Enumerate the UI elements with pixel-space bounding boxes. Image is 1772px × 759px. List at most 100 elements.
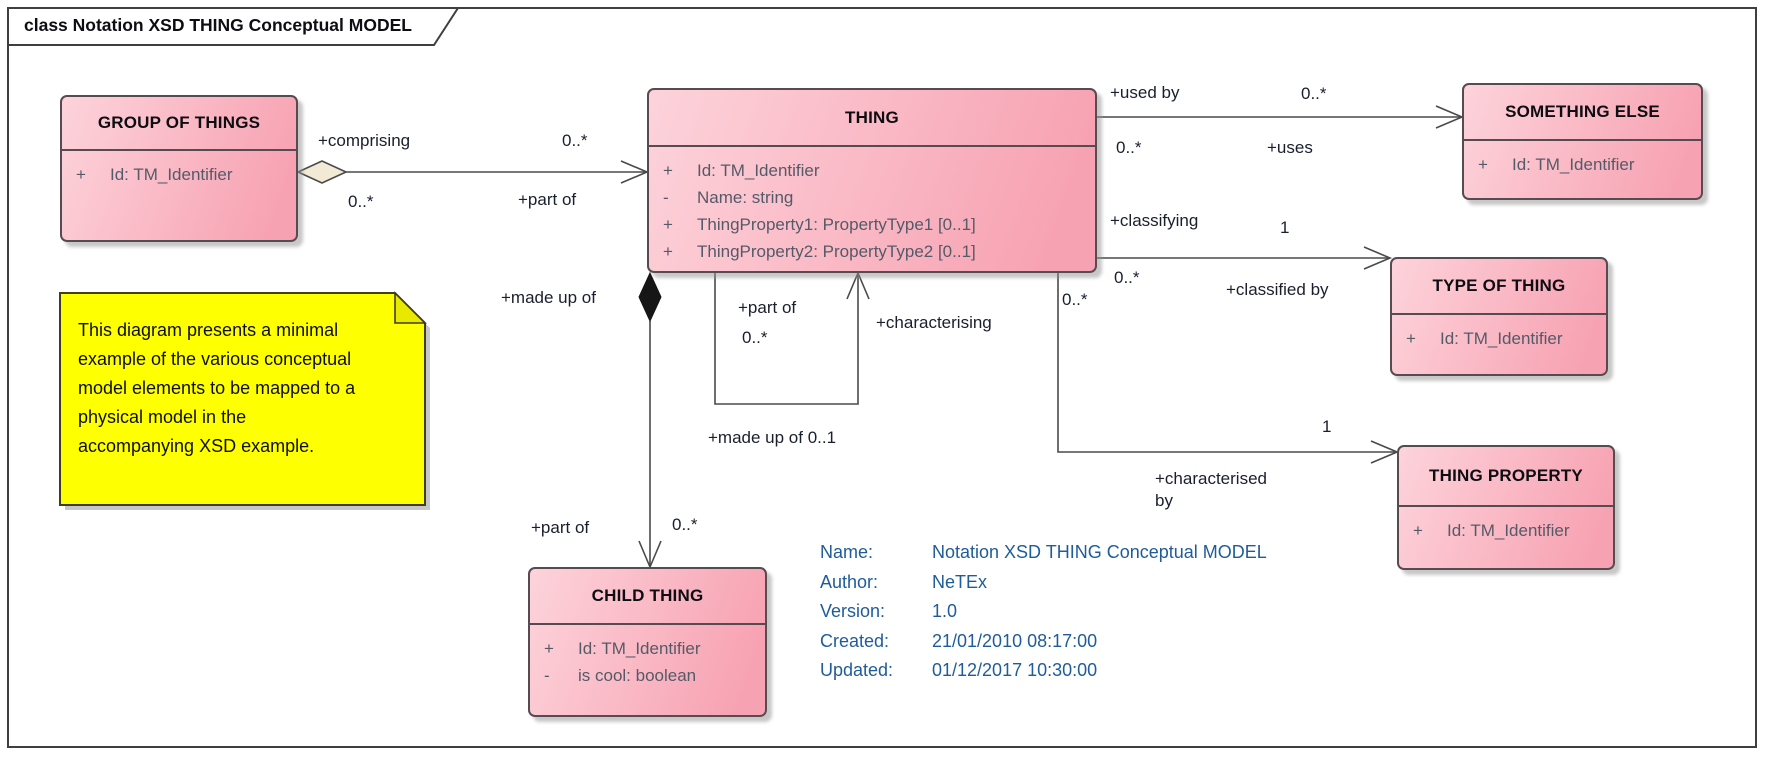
- label-classified-by: +classified by: [1226, 280, 1329, 299]
- metadata-label: Created:: [820, 630, 890, 651]
- note-fold-corner-icon: [394, 291, 427, 324]
- open-arrowhead-icon: [846, 270, 870, 300]
- label-characterised-by: +characterised by: [1155, 469, 1267, 510]
- label-characterised-by-mult: 1: [1322, 417, 1332, 436]
- class-title: THING PROPERTY: [1399, 447, 1613, 507]
- attribute-row: + ThingProperty2: PropertyType2 [0..1]: [649, 238, 1095, 265]
- class-title: GROUP OF THINGS: [62, 97, 296, 151]
- association-used-by[interactable]: [1097, 105, 1465, 129]
- attribute-row: + ThingProperty1: PropertyType1 [0..1]: [649, 211, 1095, 238]
- label-self-part-of: +part of: [738, 298, 797, 317]
- attribute-text: Id: TM_Identifier: [1512, 154, 1635, 174]
- attribute-row: + Id: TM_Identifier: [1399, 517, 1613, 544]
- visibility-symbol: +: [1478, 154, 1488, 174]
- note-line: This diagram presents a minimal: [78, 320, 339, 340]
- attribute-row: + Id: TM_Identifier: [649, 157, 1095, 184]
- label-self-made-up-of: +made up of 0..1: [708, 428, 837, 447]
- note-line: example of the various conceptual: [78, 349, 352, 369]
- note-shape[interactable]: [59, 291, 430, 510]
- class-title: CHILD THING: [530, 569, 765, 625]
- attribute-row: + Id: TM_Identifier: [62, 161, 296, 188]
- label-self-part-of-mult: 0..*: [742, 328, 768, 347]
- label-child-part-of-mult: 0..*: [672, 515, 698, 534]
- metadata-label: Name:: [820, 542, 874, 562]
- metadata-value: 1.0: [932, 601, 958, 621]
- label-classified-by-mult: 1: [1280, 218, 1290, 237]
- visibility-symbol: +: [663, 214, 673, 234]
- class-child-thing[interactable]: CHILD THING + Id: TM_Identifier - is coo…: [528, 567, 767, 717]
- note-line: physical model in the: [78, 407, 247, 427]
- class-type-of-thing[interactable]: TYPE OF THING + Id: TM_Identifier: [1390, 257, 1608, 376]
- metadata-value: 01/12/2017 10:30:00: [932, 660, 1098, 680]
- metadata-value: 21/01/2010 08:17:00: [932, 630, 1098, 651]
- attribute-row: + Id: TM_Identifier: [530, 635, 765, 662]
- visibility-symbol: +: [544, 638, 554, 658]
- open-arrowhead-icon: [1363, 246, 1393, 270]
- metadata-row: Version: 1.0: [820, 597, 1267, 627]
- note-text: This diagram presents a minimal example …: [78, 316, 438, 461]
- metadata-row: Created: 21/01/2010 08:17:00: [820, 627, 1267, 657]
- visibility-symbol: +: [76, 164, 86, 184]
- composition-made-up-of[interactable]: [638, 271, 662, 570]
- association-classifying[interactable]: [1097, 246, 1393, 270]
- diagram-frame: [7, 7, 1757, 748]
- label-part-of-mult: 0..*: [562, 131, 588, 150]
- attribute-row: - Name: string: [649, 184, 1095, 211]
- association-comprising[interactable]: [296, 160, 650, 184]
- metadata-label: Version:: [820, 601, 886, 621]
- attribute-text: Id: TM_Identifier: [1440, 328, 1563, 348]
- class-title: THING: [649, 90, 1095, 147]
- metadata-row: Name: Notation XSD THING Conceptual MODE…: [820, 538, 1267, 568]
- label-comprising-mult: 0..*: [348, 192, 374, 211]
- label-made-up-of: +made up of: [501, 288, 596, 307]
- attribute-text: Id: TM_Identifier: [697, 160, 820, 180]
- attribute-text: ThingProperty1: PropertyType1 [0..1]: [697, 214, 976, 234]
- class-thing-property[interactable]: THING PROPERTY + Id: TM_Identifier: [1397, 445, 1615, 570]
- metadata-row: Author: NeTEx: [820, 568, 1267, 598]
- class-something-else[interactable]: SOMETHING ELSE + Id: TM_Identifier: [1462, 83, 1703, 200]
- visibility-symbol: +: [663, 241, 673, 261]
- metadata-label: Updated:: [820, 660, 894, 680]
- attribute-text: Id: TM_Identifier: [1447, 520, 1570, 540]
- metadata-row: Updated: 01/12/2017 10:30:00: [820, 656, 1267, 686]
- label-comprising: +comprising: [318, 131, 411, 150]
- attribute-text: ThingProperty2: PropertyType2 [0..1]: [697, 241, 976, 261]
- visibility-symbol: -: [663, 187, 669, 207]
- attribute-row: + Id: TM_Identifier: [1464, 151, 1701, 178]
- note-line: accompanying XSD example.: [78, 436, 315, 456]
- association-characterised-by[interactable]: [1057, 273, 1400, 464]
- visibility-symbol: +: [1413, 520, 1423, 540]
- aggregation-diamond-icon: [296, 160, 348, 184]
- label-child-part-of: +part of: [531, 518, 590, 537]
- note-body[interactable]: [59, 292, 426, 506]
- metadata-value: NeTEx: [932, 571, 988, 592]
- attribute-row: - is cool: boolean: [530, 662, 765, 689]
- attribute-text: Id: TM_Identifier: [110, 164, 233, 184]
- label-used-by-mult: 0..*: [1116, 138, 1142, 157]
- attribute-row: + Id: TM_Identifier: [1392, 325, 1606, 352]
- attribute-text: is cool: boolean: [578, 665, 697, 685]
- visibility-symbol: +: [663, 160, 673, 180]
- class-group-of-things[interactable]: GROUP OF THINGS + Id: TM_Identifier: [60, 95, 298, 242]
- label-characterising: +characterising: [876, 313, 992, 332]
- diagram-frame-tab: [7, 7, 460, 46]
- attribute-text: Id: TM_Identifier: [578, 638, 701, 658]
- class-thing[interactable]: THING + Id: TM_Identifier - Name: string…: [647, 88, 1097, 273]
- attribute-text: Name: string: [697, 187, 794, 207]
- diagram-title: class Notation XSD THING Conceptual MODE…: [24, 15, 412, 35]
- metadata-value: Notation XSD THING Conceptual MODEL: [932, 542, 1267, 562]
- class-title: SOMETHING ELSE: [1464, 85, 1701, 141]
- label-classifying: +classifying: [1110, 211, 1199, 230]
- metadata-label: Author:: [820, 571, 879, 592]
- label-part-of: +part of: [518, 190, 577, 209]
- visibility-symbol: -: [544, 665, 550, 685]
- label-used-by: +used by: [1110, 83, 1180, 102]
- label-uses: +uses: [1267, 138, 1313, 157]
- diagram-metadata: Name: Notation XSD THING Conceptual MODE…: [820, 538, 1267, 686]
- composition-diamond-icon: [638, 271, 662, 323]
- label-characterising-mult: 0..*: [1062, 290, 1088, 309]
- label-uses-mult: 0..*: [1301, 84, 1327, 103]
- class-title: TYPE OF THING: [1392, 259, 1606, 315]
- association-self-part-of[interactable]: [714, 270, 870, 405]
